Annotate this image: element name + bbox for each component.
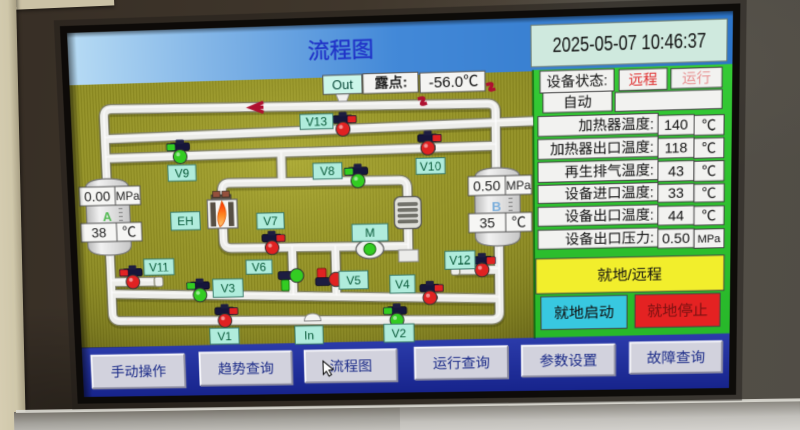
svg-text:V2: V2 [392, 326, 407, 340]
svg-text:V13: V13 [306, 114, 328, 129]
svg-text:44: 44 [668, 207, 684, 224]
svg-text:MPa: MPa [697, 233, 721, 246]
svg-text:In: In [304, 328, 314, 342]
svg-text:V4: V4 [395, 277, 410, 291]
svg-text:V1: V1 [217, 329, 232, 343]
svg-text::: : [650, 161, 654, 177]
svg-text:V7: V7 [263, 214, 278, 228]
svg-text:V3: V3 [221, 281, 236, 295]
svg-text:33: 33 [668, 184, 684, 201]
svg-text:140: 140 [664, 116, 688, 133]
svg-text:A: A [102, 209, 112, 224]
svg-text:38: 38 [91, 224, 107, 240]
svg-text:V10: V10 [420, 159, 442, 174]
svg-text:0.50: 0.50 [662, 230, 690, 247]
svg-text::: : [650, 115, 654, 132]
svg-text:V11: V11 [149, 260, 170, 274]
svg-text::: : [650, 184, 654, 200]
svg-text:V9: V9 [175, 166, 190, 180]
svg-text::: : [650, 206, 654, 222]
svg-text:118: 118 [665, 139, 688, 156]
svg-text:B: B [492, 199, 502, 214]
svg-text:V12: V12 [449, 253, 471, 267]
svg-text:35: 35 [479, 215, 495, 231]
svg-text:43: 43 [668, 162, 684, 179]
svg-text:V6: V6 [252, 260, 267, 274]
svg-text:MPa: MPa [506, 178, 531, 193]
svg-text::: : [650, 138, 654, 155]
svg-text::: : [650, 229, 654, 245]
svg-text:V8: V8 [320, 164, 335, 178]
svg-text:EH: EH [177, 214, 194, 228]
svg-text:/: / [627, 268, 632, 284]
svg-text:0.00: 0.00 [84, 188, 111, 204]
svg-text:-56.0: -56.0 [429, 74, 464, 91]
svg-text:0.50: 0.50 [473, 177, 501, 194]
svg-text:MPa: MPa [116, 189, 141, 203]
svg-text:V5: V5 [346, 273, 361, 287]
svg-text::: : [604, 72, 608, 89]
svg-text:2025-05-07 10:46:37: 2025-05-07 10:46:37 [553, 30, 707, 58]
svg-text:Out: Out [332, 77, 354, 93]
svg-text:M: M [365, 226, 375, 240]
svg-text::: : [402, 74, 407, 91]
